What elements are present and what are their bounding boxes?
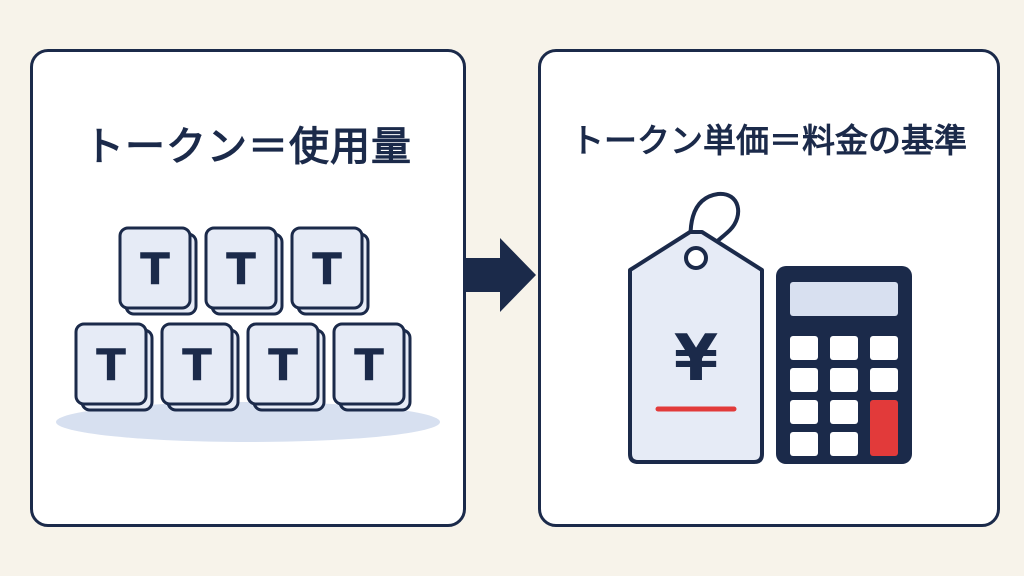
calculator-icon [776,266,912,464]
calculator-key [790,336,818,360]
yen-symbol: ¥ [674,322,719,396]
token-letter: T [226,244,256,295]
token-letter: T [182,340,212,391]
calculator-key [830,400,858,424]
token-tile-icon: T [204,226,284,316]
calculator-key [870,368,898,392]
token-letter: T [354,340,384,391]
token-letter: T [312,244,342,295]
token-tile-icon: T [246,322,326,412]
token-letter: T [268,340,298,391]
calculator-key [790,368,818,392]
calculator-key-red [870,400,898,456]
calculator-key [790,432,818,456]
token-letter: T [96,340,126,391]
unit-price-title: トークン単価＝料金の基準 [571,121,967,160]
token-tile-icon: T [74,322,154,412]
price-tag-icon: ¥ [628,191,764,464]
token-letter: T [140,244,170,295]
token-tile-icon: T [118,226,198,316]
token-tile-icon: T [332,322,412,412]
calculator-key [830,336,858,360]
tokens-usage-title: トークン＝使用量 [84,124,412,170]
tiles-shadow [56,402,440,442]
calculator-key [830,368,858,392]
calculator-key [870,336,898,360]
calculator-display [790,282,898,316]
token-tile-icon: T [290,226,370,316]
token-tile-icon: T [160,322,240,412]
calculator-key [790,400,818,424]
calculator-key [830,432,858,456]
unit-price-panel: トークン単価＝料金の基準 [538,49,1000,527]
arrow-right-icon [464,238,536,312]
tokens-usage-panel: トークン＝使用量 [30,49,466,527]
